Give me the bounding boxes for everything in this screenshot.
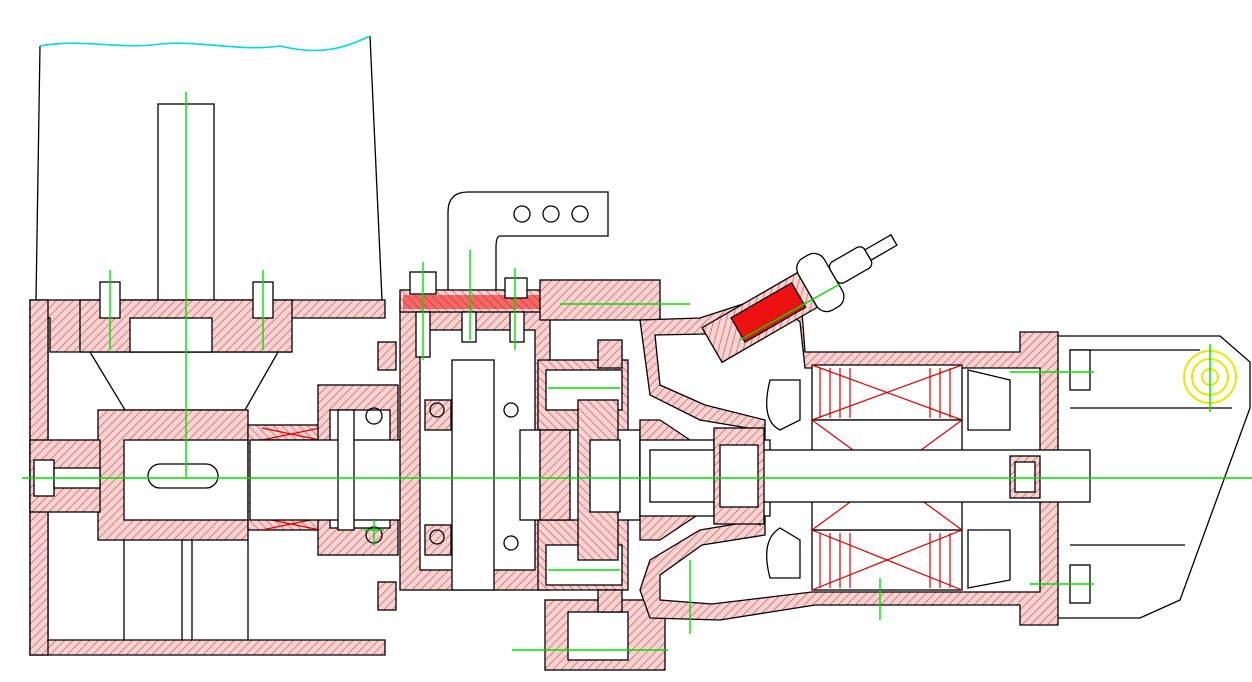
planetary-gear-set <box>519 279 666 671</box>
cable-gland <box>701 233 898 364</box>
upper-column <box>35 35 383 319</box>
lifting-bracket <box>447 191 609 290</box>
motor-housing <box>639 291 1091 626</box>
input-shaft <box>247 384 491 556</box>
centerlines <box>22 92 1252 651</box>
gear-housing <box>377 271 551 611</box>
break-line <box>39 35 371 52</box>
